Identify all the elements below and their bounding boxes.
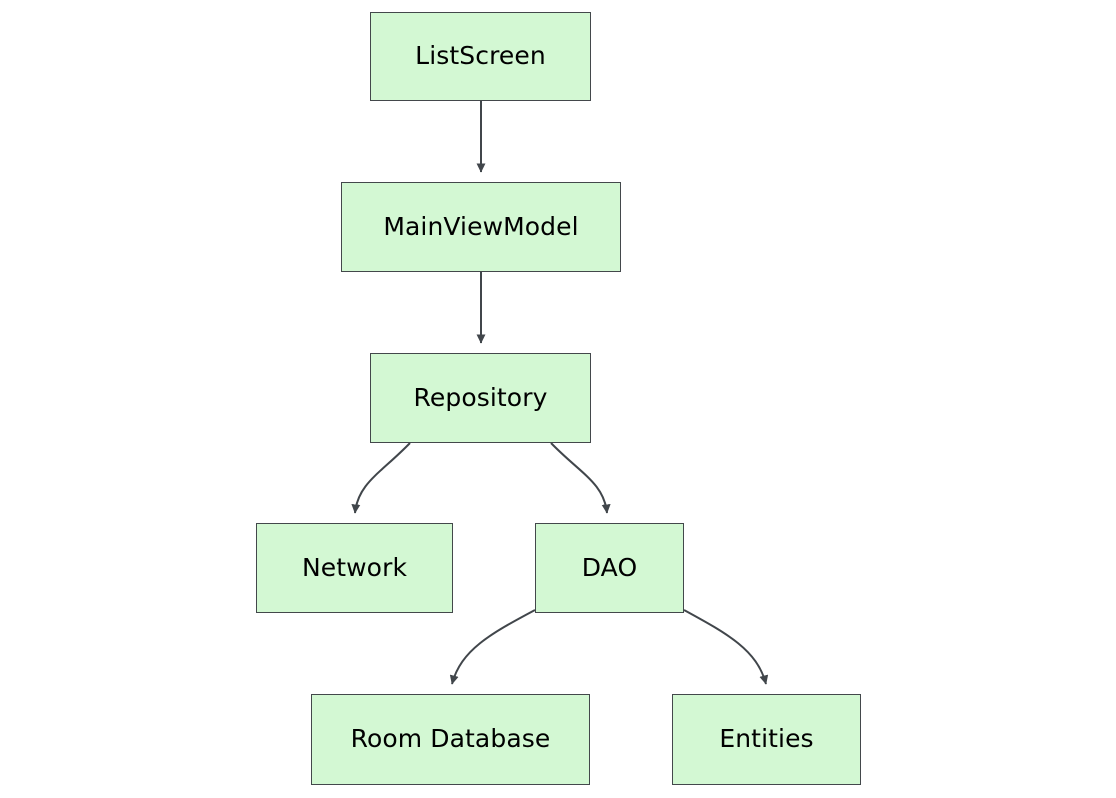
edge-repository-to-dao <box>550 442 611 514</box>
node-label-repository: Repository <box>413 382 548 412</box>
node-label-dao: DAO <box>581 552 638 582</box>
node-dao[interactable]: DAO <box>535 523 684 613</box>
node-label-mainviewmodel: MainViewModel <box>383 211 579 241</box>
node-network[interactable]: Network <box>256 523 453 613</box>
edge-repository-to-network <box>351 442 411 514</box>
edge-dao-to-entities <box>683 609 769 685</box>
node-mainviewmodel[interactable]: MainViewModel <box>341 182 621 272</box>
node-label-network: Network <box>301 552 408 582</box>
node-repository[interactable]: Repository <box>370 353 591 443</box>
node-roomdatabase[interactable]: Room Database <box>311 694 590 785</box>
node-label-entities: Entities <box>719 724 814 754</box>
node-entities[interactable]: Entities <box>672 694 861 785</box>
node-listscreen[interactable]: ListScreen <box>370 12 591 101</box>
edge-dao-to-roomdatabase <box>449 609 536 685</box>
node-label-listscreen: ListScreen <box>415 41 546 71</box>
node-label-roomdatabase: Room Database <box>350 724 551 754</box>
